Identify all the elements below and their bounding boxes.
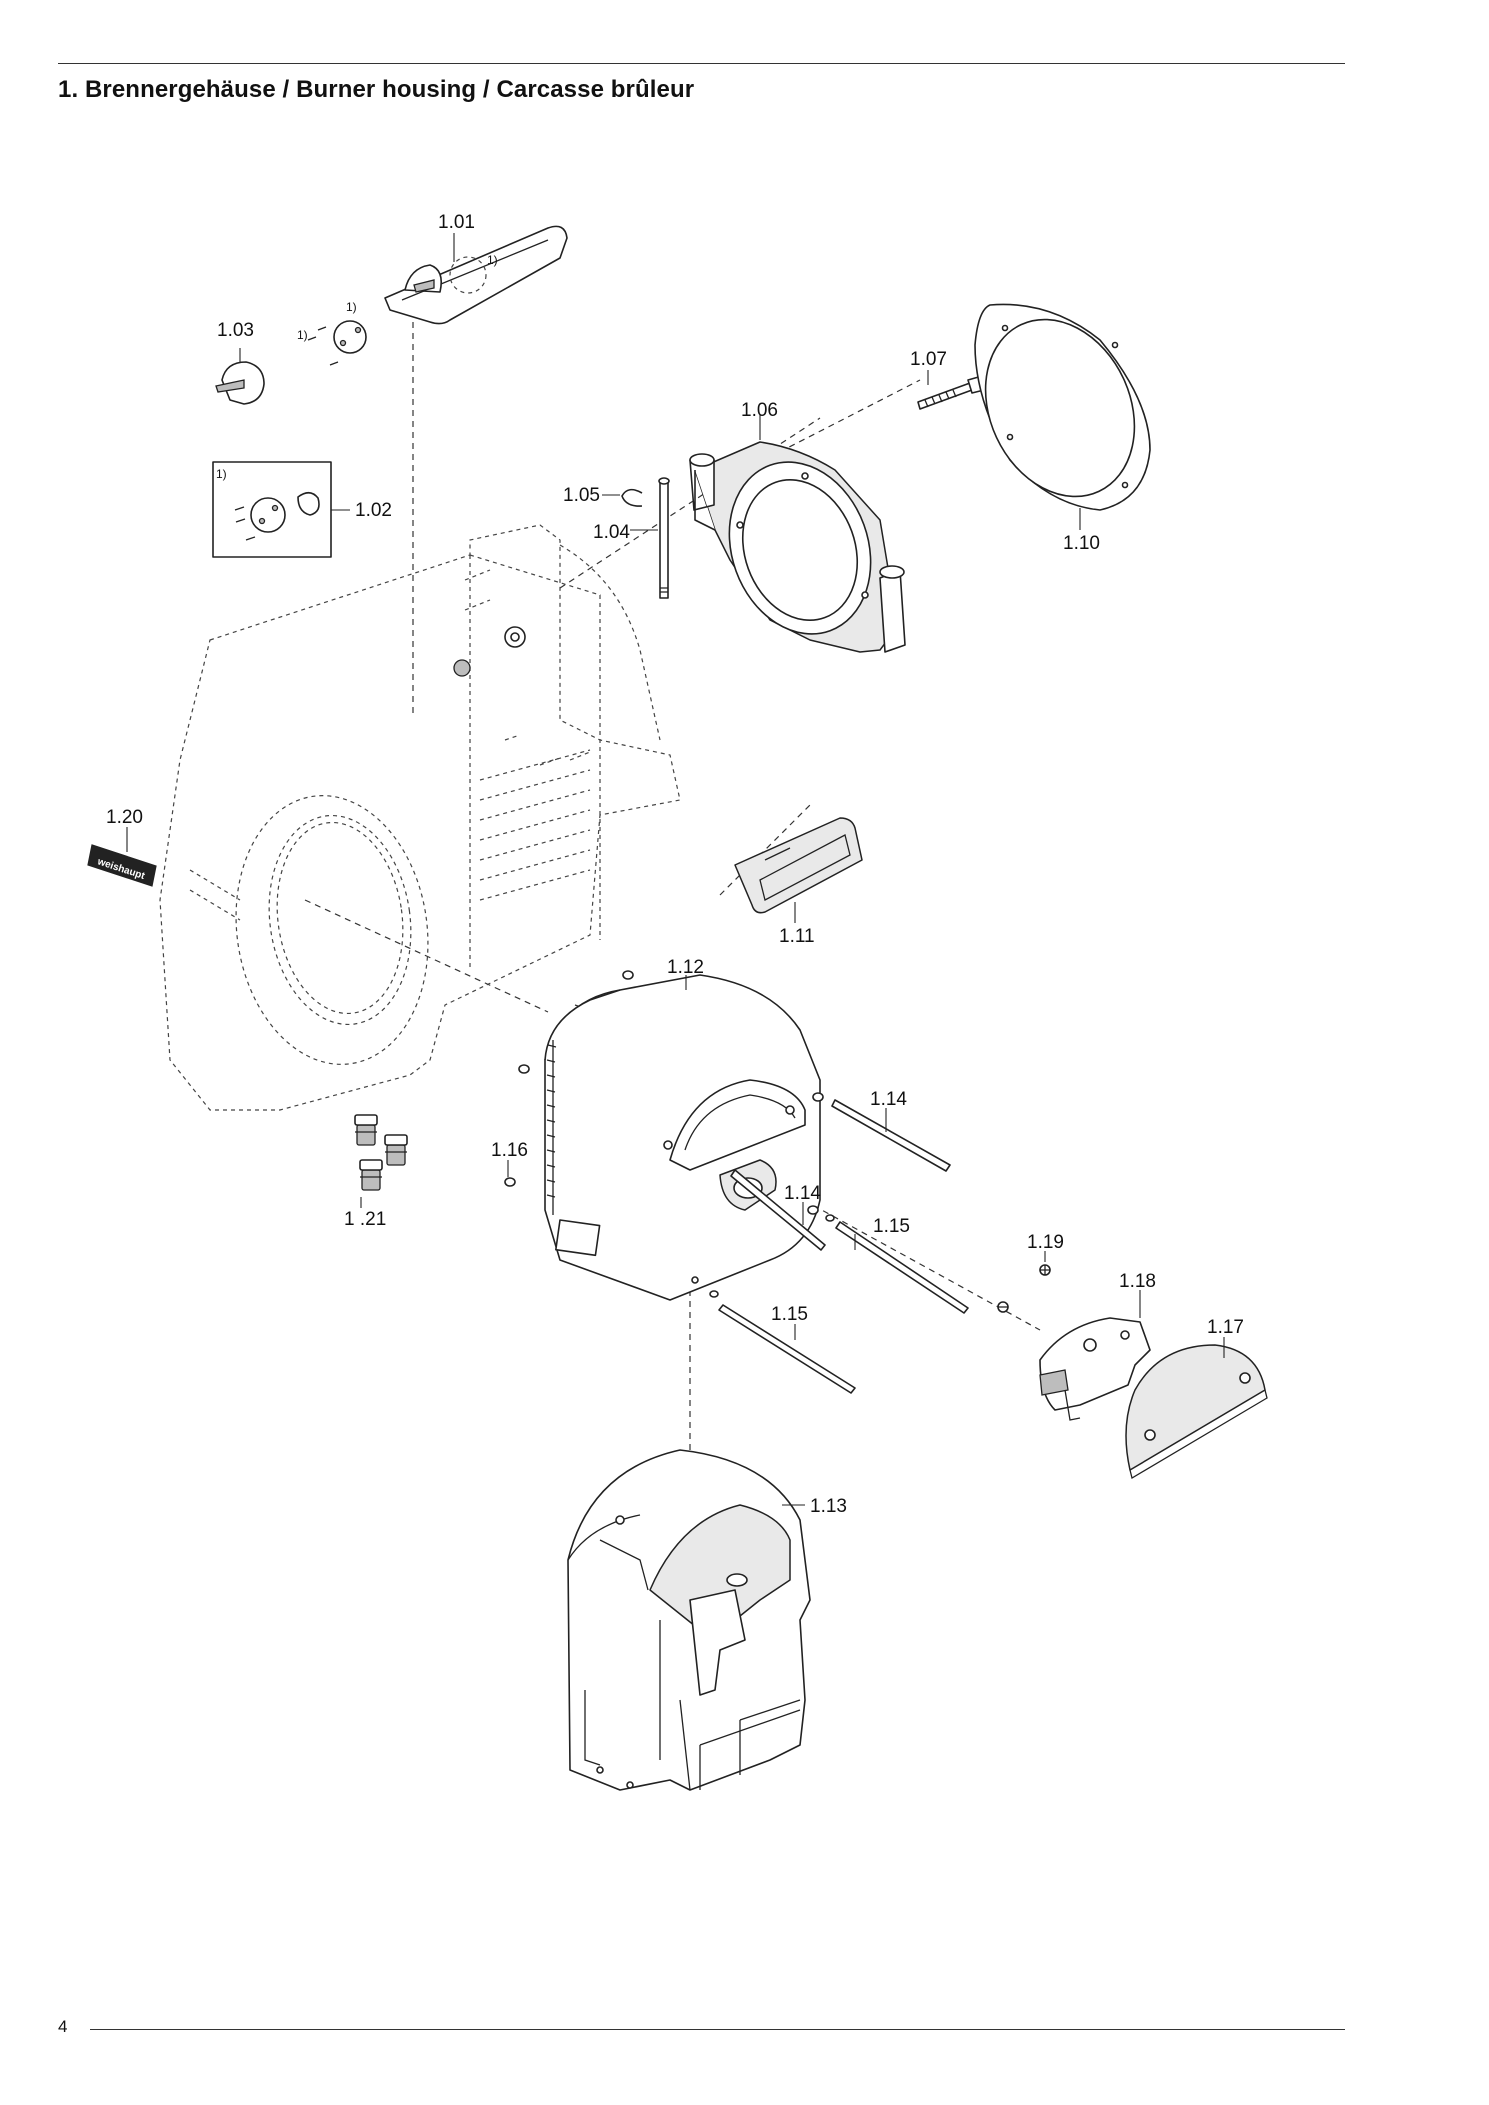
label-1-02: 1.02 [355,500,392,521]
part-brand-plate: weishaupt [87,844,157,887]
part-circlip-and-pin [621,477,670,599]
label-1-04: 1.04 [593,522,630,543]
footnote-cover: 1) [487,253,498,267]
part-labels: 1.01 1.02 1.03 1.04 1.05 1.06 1.07 1.10 … [106,212,1244,1517]
footnote-markers: 1) 1) 1) 1) [216,253,498,481]
part-gasket [974,303,1151,511]
label-1-07: 1.07 [910,349,947,370]
page-number: 4 [58,2017,68,2036]
label-1-19: 1.19 [1027,1232,1064,1253]
leader-lines [126,233,1225,1506]
part-cover-plate [734,817,863,914]
part-half-disc [1125,1344,1268,1480]
footnote-cover-plate: 1) [346,300,357,314]
part-hood [567,1449,811,1791]
label-1-10: 1.10 [1063,533,1100,554]
label-1-16: 1.16 [491,1140,528,1161]
burner-housing-ghost [159,524,681,1111]
label-1-06: 1.06 [741,400,778,421]
part-casing [544,974,821,1301]
footnote-screws: 1) [297,328,308,342]
label-1-05: 1.05 [563,485,600,506]
part-flange [689,441,906,653]
page-title: 1. Brennergehäuse / Burner housing / Car… [58,76,695,103]
label-1-14-lower: 1.14 [784,1183,821,1204]
label-1-15-lower: 1.15 [771,1304,808,1325]
label-1-01: 1.01 [438,212,475,233]
part-lid [215,320,367,405]
label-1-13: 1.13 [810,1496,847,1517]
rods [718,1099,969,1394]
label-1-11: 1.11 [779,926,815,947]
top-rule [58,63,1345,64]
part-inspection-cover [384,225,568,325]
part-bracket [1039,1317,1151,1421]
label-1-12: 1.12 [667,957,704,978]
part-cover-kit-box [212,461,332,558]
label-1-17: 1.17 [1207,1317,1244,1338]
bottom-rule [90,2029,1345,2030]
label-1-15-upper: 1.15 [873,1216,910,1237]
housing-plug-icon [453,659,471,677]
footnote-kit: 1) [216,467,227,481]
label-1-20: 1.20 [106,807,143,828]
washers [504,970,1051,1313]
label-1-14-upper: 1.14 [870,1089,907,1110]
label-1-03: 1.03 [217,320,254,341]
label-1-21: 1 .21 [344,1209,386,1230]
part-cable-glands [354,1114,408,1191]
label-1-18: 1.18 [1119,1271,1156,1292]
